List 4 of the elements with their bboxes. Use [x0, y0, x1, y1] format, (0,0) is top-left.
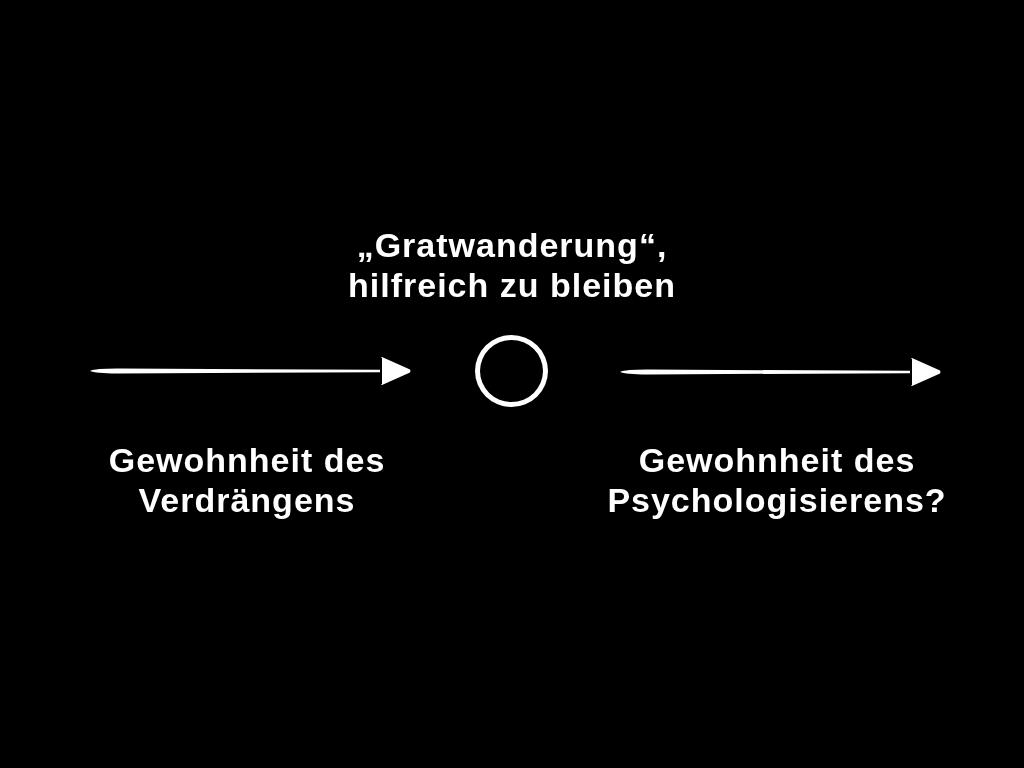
- text-label: Gewohnheit des Verdrängens: [107, 440, 387, 520]
- text-label: Gewohnheit des Psychologisierens?: [606, 440, 948, 520]
- ring-circle: [475, 335, 548, 407]
- node-caption: „Gratwanderung“, hilfreich zu bleiben: [347, 225, 677, 305]
